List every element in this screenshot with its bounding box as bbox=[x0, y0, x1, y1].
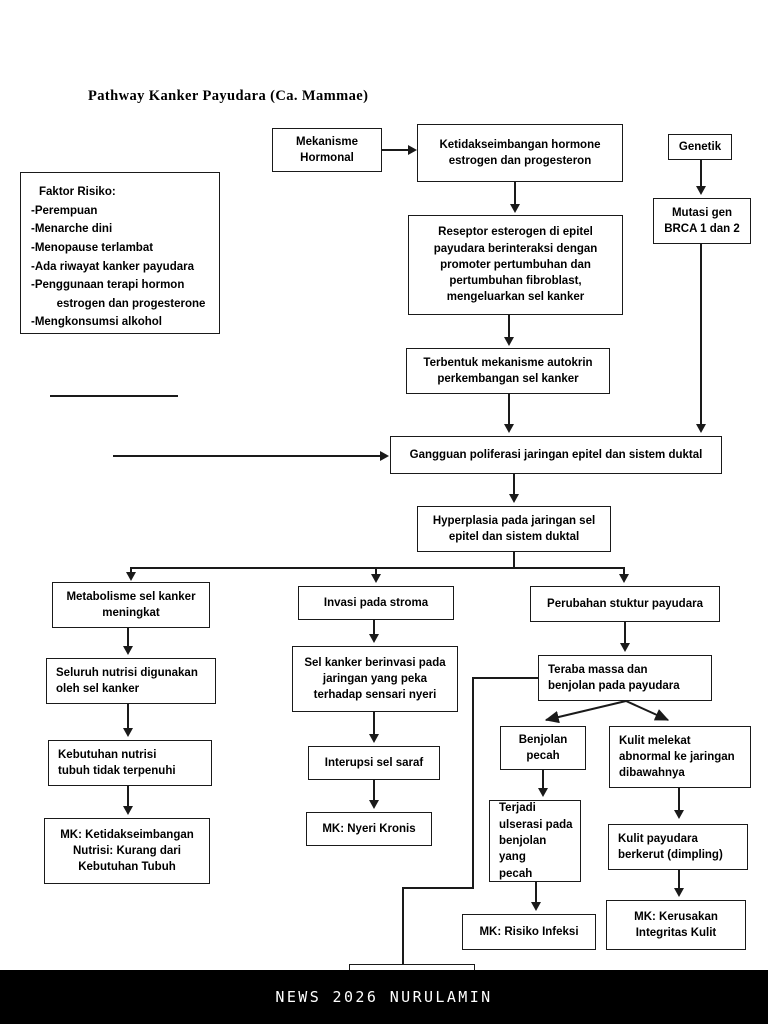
node-ketidakseimbangan-hormone: Ketidakseimbangan hormone estrogen dan p… bbox=[417, 124, 623, 182]
connector-line bbox=[472, 677, 538, 679]
connector-line bbox=[382, 149, 409, 151]
list-item: -Menopause terlambat bbox=[31, 241, 154, 254]
node-mutasi-gen: Mutasi gen BRCA 1 dan 2 bbox=[653, 198, 751, 244]
connector-line bbox=[127, 786, 129, 808]
connector-line bbox=[127, 628, 129, 648]
arrow-down-icon bbox=[531, 902, 541, 911]
node-kebutuhan-nutrisi: Kebutuhan nutrisi tubuh tidak terpenuhi bbox=[48, 740, 212, 786]
arrow-down-icon bbox=[123, 806, 133, 815]
connector-line bbox=[624, 622, 626, 644]
connector-line bbox=[678, 870, 680, 890]
node-mekanisme-hormonal: Mekanisme Hormonal bbox=[272, 128, 382, 172]
connector-line bbox=[373, 712, 375, 736]
arrow-down-icon bbox=[123, 728, 133, 737]
list-item: -Menarche dini bbox=[31, 223, 113, 236]
connector-line bbox=[113, 455, 383, 457]
list-item: -Penggunaan terapi hormon estrogen dan p… bbox=[31, 279, 206, 310]
risk-factors-panel: Faktor Risiko: -Perempuan -Menarche dini… bbox=[20, 172, 220, 334]
arrow-down-icon bbox=[504, 424, 514, 433]
arrow-down-icon bbox=[696, 424, 706, 433]
connector-line bbox=[402, 887, 404, 967]
connector-line bbox=[700, 244, 702, 426]
list-item: -Mengkonsumsi alkohol bbox=[31, 316, 162, 329]
watermark-bar: NEWS 2026 NURULAMIN bbox=[0, 970, 768, 1024]
arrow-down-icon bbox=[369, 734, 379, 743]
risk-factors-list: -Perempuan -Menarche dini -Menopause ter… bbox=[31, 202, 211, 332]
arrow-right-icon bbox=[408, 145, 417, 155]
arrow-down-icon bbox=[504, 337, 514, 346]
connector-line bbox=[542, 770, 544, 790]
node-seluruh-nutrisi: Seluruh nutrisi digunakan oleh sel kanke… bbox=[46, 658, 216, 704]
arrow-right-icon bbox=[380, 451, 389, 461]
node-mk-risiko-infeksi: MK: Risiko Infeksi bbox=[462, 914, 596, 950]
node-perubahan-stuktur: Perubahan stuktur payudara bbox=[530, 586, 720, 622]
watermark-text: NEWS 2026 NURULAMIN bbox=[275, 988, 493, 1006]
arrow-down-icon bbox=[696, 186, 706, 195]
arrow-down-icon bbox=[619, 574, 629, 583]
page-title: Pathway Kanker Payudara (Ca. Mammae) bbox=[88, 88, 369, 104]
connector-line bbox=[678, 788, 680, 812]
arrow-down-icon bbox=[371, 574, 381, 583]
node-kulit-melekat: Kulit melekat abnormal ke jaringan dibaw… bbox=[609, 726, 751, 788]
arrow-down-icon bbox=[538, 788, 548, 797]
node-interupsi-saraf: Interupsi sel saraf bbox=[308, 746, 440, 780]
distribution-bus bbox=[130, 567, 625, 569]
node-teraba-massa: Teraba massa dan benjolan pada payudara bbox=[538, 655, 712, 701]
list-item: -Perempuan bbox=[31, 204, 98, 217]
node-sel-kanker-berinvasi: Sel kanker berinvasi pada jaringan yang … bbox=[292, 646, 458, 712]
connector-line bbox=[508, 394, 510, 426]
risk-factors-heading: Faktor Risiko: bbox=[39, 186, 116, 198]
connector-line bbox=[373, 780, 375, 802]
arrow-down-icon bbox=[509, 494, 519, 503]
node-mekanisme-autokrin: Terbentuk mekanisme autokrin perkembanga… bbox=[406, 348, 610, 394]
node-metabolisme-meningkat: Metabolisme sel kanker meningkat bbox=[52, 582, 210, 628]
arrow-down-icon bbox=[620, 643, 630, 652]
connector-line bbox=[623, 567, 625, 579]
arrow-down-icon bbox=[123, 646, 133, 655]
node-benjolan-pecah: Benjolan pecah bbox=[500, 726, 586, 770]
node-genetik: Genetik bbox=[668, 134, 732, 160]
arrow-down-icon bbox=[126, 572, 136, 581]
node-hyperplasia: Hyperplasia pada jaringan sel epitel dan… bbox=[417, 506, 611, 552]
node-mk-kerusakan-kulit: MK: Kerusakan Integritas Kulit bbox=[606, 900, 746, 950]
node-terjadi-ulserasi: Terjadi ulserasi pada benjolan yang peca… bbox=[489, 800, 581, 882]
stray-underline bbox=[50, 395, 178, 397]
connector-line bbox=[514, 182, 516, 206]
node-reseptor-esterogen: Reseptor esterogen di epitel payudara be… bbox=[408, 215, 623, 315]
connector-line bbox=[700, 160, 702, 188]
connector-line bbox=[508, 315, 510, 339]
connector-line bbox=[513, 474, 515, 496]
node-invasi-stroma: Invasi pada stroma bbox=[298, 586, 454, 620]
node-kulit-berkerut: Kulit payudara berkerut (dimpling) bbox=[608, 824, 748, 870]
list-item: -Ada riwayat kanker payudara bbox=[31, 260, 194, 273]
connector-line bbox=[472, 677, 474, 889]
node-mk-nutrisi: MK: Ketidakseimbangan Nutrisi: Kurang da… bbox=[44, 818, 210, 884]
arrow-down-icon bbox=[369, 800, 379, 809]
connector-line bbox=[535, 882, 537, 904]
connector-line bbox=[513, 552, 515, 568]
node-gangguan-poliferasi: Gangguan poliferasi jaringan epitel dan … bbox=[390, 436, 722, 474]
connector-line bbox=[402, 887, 474, 889]
connector-line bbox=[375, 567, 377, 579]
node-mk-nyeri: MK: Nyeri Kronis bbox=[306, 812, 432, 846]
arrow-down-icon bbox=[510, 204, 520, 213]
arrow-down-icon bbox=[369, 634, 379, 643]
connector-line bbox=[373, 620, 375, 636]
connector-line bbox=[127, 704, 129, 730]
arrow-down-icon bbox=[674, 888, 684, 897]
arrow-down-icon bbox=[674, 810, 684, 819]
